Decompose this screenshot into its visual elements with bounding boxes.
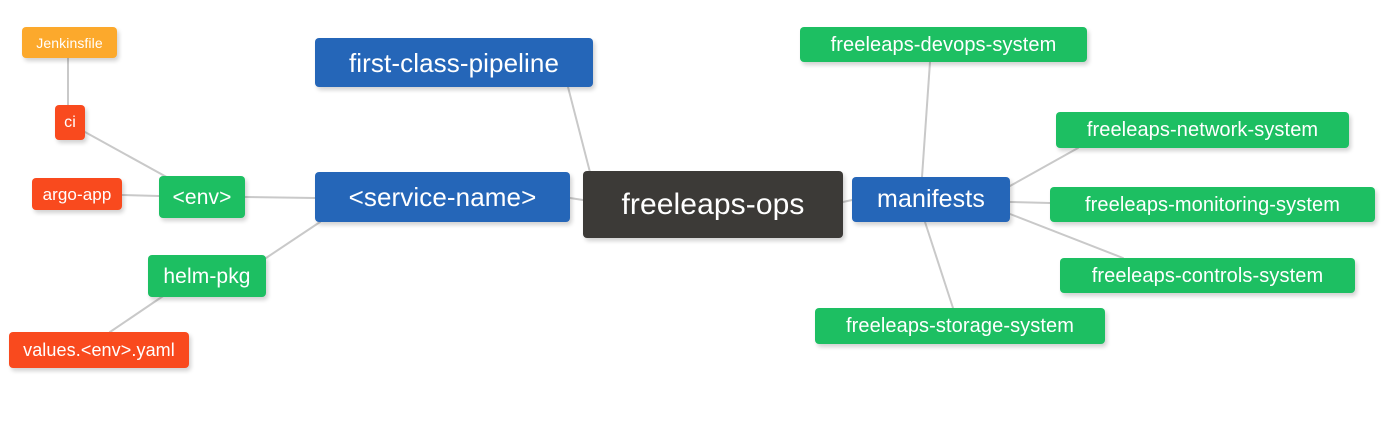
node-label-freeleaps-ops: freeleaps-ops	[621, 187, 805, 221]
edge-manifests-to-freeleaps-storage-system	[924, 221, 954, 309]
node-label-freeleaps-devops-system: freeleaps-devops-system	[830, 33, 1057, 56]
node-freeleaps-storage-system[interactable]: freeleaps-storage-system	[815, 308, 1105, 344]
edge-manifests-to-freeleaps-monitoring-system	[1009, 201, 1051, 204]
edge-service-name-to-env	[244, 196, 316, 199]
edge-freeleaps-ops-to-first-class-pipeline	[567, 86, 593, 181]
node-argo-app[interactable]: argo-app	[32, 178, 122, 210]
node-freeleaps-network-system[interactable]: freeleaps-network-system	[1056, 112, 1349, 148]
node-label-env: <env>	[172, 185, 232, 209]
node-helm-pkg[interactable]: helm-pkg	[148, 255, 266, 297]
node-label-first-class-pipeline: first-class-pipeline	[348, 47, 560, 78]
node-label-helm-pkg: helm-pkg	[163, 264, 251, 288]
node-service-name[interactable]: <service-name>	[315, 172, 570, 222]
node-first-class-pipeline[interactable]: first-class-pipeline	[315, 38, 593, 87]
edge-service-name-to-helm-pkg	[265, 221, 321, 259]
node-label-jenkinsfile: Jenkinsfile	[36, 34, 103, 51]
node-label-service-name: <service-name>	[348, 182, 537, 212]
node-env[interactable]: <env>	[159, 176, 245, 218]
edge-env-to-argo-app	[121, 194, 160, 197]
edge-env-to-ci	[84, 131, 173, 181]
node-ci[interactable]: ci	[55, 105, 85, 140]
edge-freeleaps-ops-to-manifests	[842, 199, 853, 203]
node-freeleaps-ops[interactable]: freeleaps-ops	[583, 171, 843, 238]
node-values-env-yaml[interactable]: values.<env>.yaml	[9, 332, 189, 368]
node-label-freeleaps-storage-system: freeleaps-storage-system	[845, 315, 1075, 337]
node-label-freeleaps-controls-system: freeleaps-controls-system	[1091, 264, 1324, 287]
node-jenkinsfile[interactable]: Jenkinsfile	[22, 27, 117, 58]
node-label-ci: ci	[64, 113, 76, 131]
edge-manifests-to-freeleaps-devops-system	[921, 61, 931, 178]
node-label-argo-app: argo-app	[42, 184, 112, 204]
node-freeleaps-controls-system[interactable]: freeleaps-controls-system	[1060, 258, 1355, 293]
node-freeleaps-monitoring-system[interactable]: freeleaps-monitoring-system	[1050, 187, 1375, 222]
node-label-freeleaps-network-system: freeleaps-network-system	[1086, 119, 1319, 141]
node-manifests[interactable]: manifests	[852, 177, 1010, 222]
node-label-manifests: manifests	[877, 185, 985, 213]
node-label-freeleaps-monitoring-system: freeleaps-monitoring-system	[1084, 193, 1340, 216]
edge-freeleaps-ops-to-service-name	[569, 197, 584, 201]
node-label-values-env-yaml: values.<env>.yaml	[23, 340, 175, 360]
node-freeleaps-devops-system[interactable]: freeleaps-devops-system	[800, 27, 1087, 62]
edge-manifests-to-freeleaps-network-system	[1009, 147, 1079, 187]
